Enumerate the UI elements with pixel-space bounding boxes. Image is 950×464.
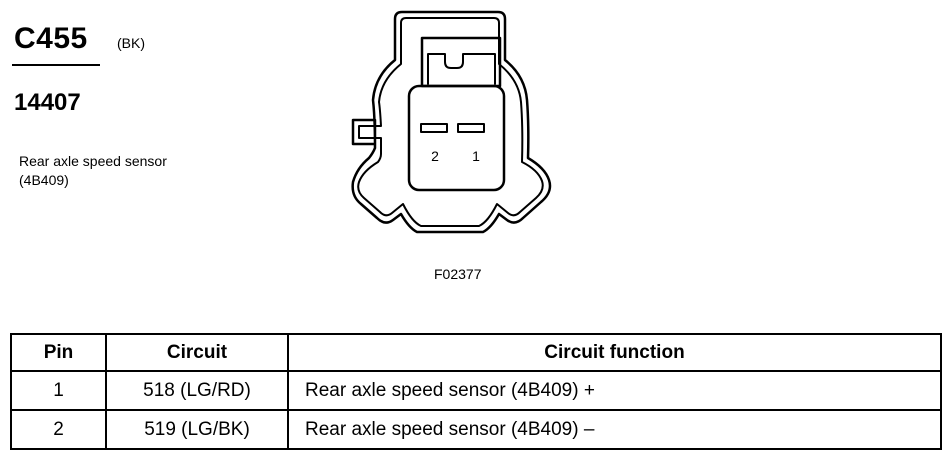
header-pin: Pin (10, 333, 107, 372)
table-row: 2 519 (LG/BK) Rear axle speed sensor (4B… (10, 409, 942, 450)
pin-label-2: 2 (431, 148, 439, 164)
terminal-slot-1 (457, 123, 485, 133)
pin-label-1: 1 (472, 148, 480, 164)
header-circuit: Circuit (105, 333, 289, 372)
part-number: 14407 (14, 89, 81, 116)
title-underline (12, 64, 100, 66)
connector-id: C455 (14, 22, 88, 55)
pinout-table: Pin Circuit Circuit function 1 518 (LG/R… (10, 333, 942, 450)
header-circuit-function: Circuit function (287, 333, 942, 372)
locking-tab (427, 53, 496, 85)
connector-face-diagram: 2 1 (351, 10, 552, 234)
terminal-body (407, 84, 506, 192)
component-description: Rear axle speed sensor (4B409) (19, 153, 167, 188)
table-header-row: Pin Circuit Circuit function (10, 333, 942, 372)
table-row: 1 518 (LG/RD) Rear axle speed sensor (4B… (10, 370, 942, 411)
cell-function: Rear axle speed sensor (4B409) + (287, 370, 942, 411)
locking-tab-frame (420, 36, 502, 88)
connector-housing-inner (357, 17, 544, 227)
connector-housing-outer (351, 10, 552, 234)
cell-pin: 1 (10, 370, 107, 411)
cell-circuit: 519 (LG/BK) (105, 409, 289, 450)
cell-circuit: 518 (LG/RD) (105, 370, 289, 411)
cell-pin: 2 (10, 409, 107, 450)
figure-id: F02377 (434, 266, 482, 282)
connector-color: (BK) (117, 35, 145, 51)
cell-function: Rear axle speed sensor (4B409) – (287, 409, 942, 450)
terminal-slot-2 (420, 123, 448, 133)
